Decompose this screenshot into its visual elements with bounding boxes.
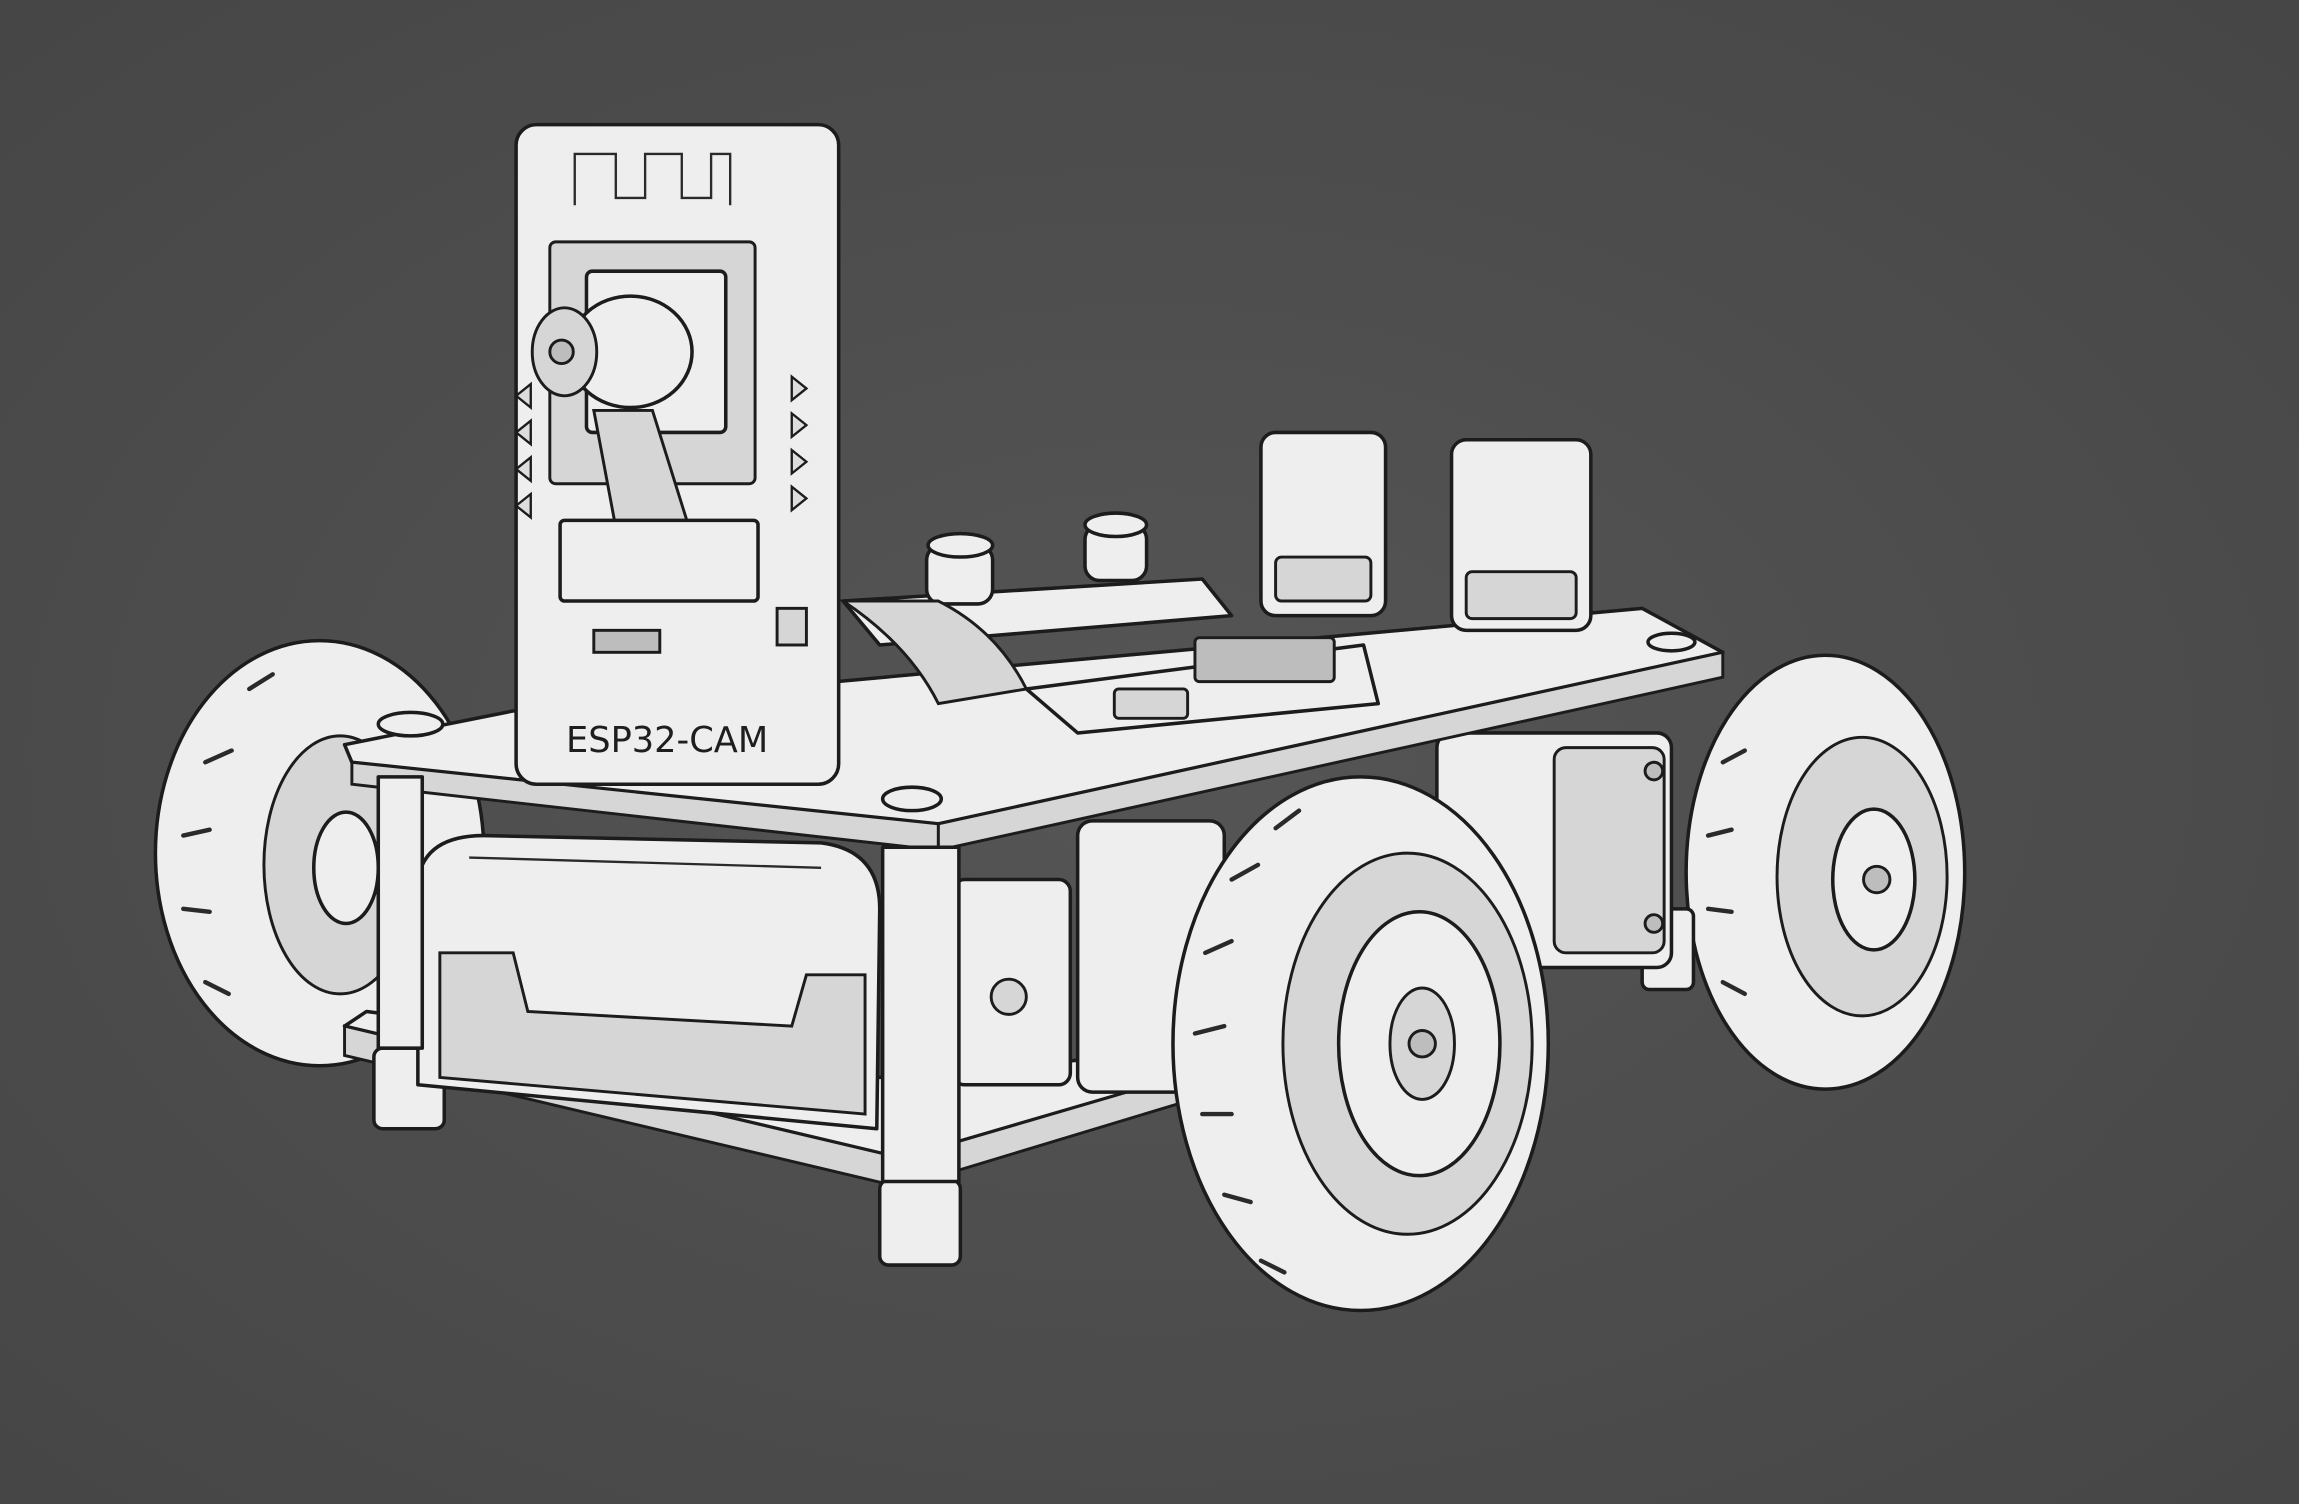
usb-c-connector (1449, 438, 1593, 633)
ribbon-cable (838, 599, 1029, 706)
standoff-post (880, 845, 961, 1184)
standoff-cap (376, 710, 445, 738)
esp32-cam-module: ESP32-CAM (514, 122, 841, 787)
usb-c-connector (1259, 430, 1388, 618)
front-right-wheel (1171, 775, 1551, 1313)
standoff-post (376, 775, 425, 1050)
standoff (877, 1178, 963, 1267)
standoff-cap (880, 785, 944, 813)
battery-holder (416, 833, 882, 1131)
module-label: ESP32-CAM (566, 720, 768, 761)
antenna-trace (573, 152, 732, 206)
rear-right-tread (1705, 748, 1747, 997)
rear-right-wheel (1684, 653, 1967, 1091)
rear-left-tread (181, 672, 275, 997)
standoff-cap (1646, 631, 1697, 653)
controller-board (838, 511, 1380, 735)
